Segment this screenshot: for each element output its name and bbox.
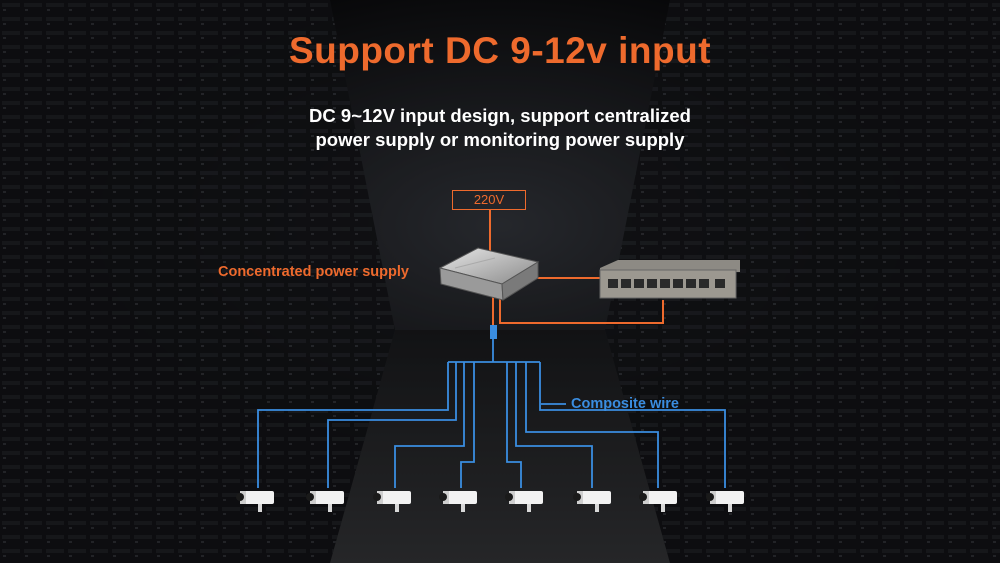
voltage-label: 220V: [452, 190, 526, 210]
camera-icon-3: [373, 491, 411, 512]
page-title: Support DC 9-12v input: [288, 30, 712, 71]
camera-icon-1: [236, 491, 274, 512]
composite-wiring: [257, 339, 726, 488]
network-switch-icon: [599, 260, 740, 299]
camera-icon-5: [505, 491, 543, 512]
subtitle-line-2: power supply or monitoring power supply: [315, 129, 685, 150]
cable-connector: [490, 325, 497, 339]
camera-icon-2: [306, 491, 344, 512]
power-supply-label: Concentrated power supply: [218, 264, 409, 280]
camera-icon-6: [573, 491, 611, 512]
camera-icon-4: [439, 491, 477, 512]
camera-row: [236, 491, 744, 512]
power-wiring: [489, 210, 664, 325]
camera-icon-7: [639, 491, 677, 512]
composite-wire-label: Composite wire: [571, 396, 679, 412]
subtitle-line-1: DC 9~12V input design, support centraliz…: [309, 105, 691, 126]
power-supply-icon: [438, 247, 540, 301]
camera-icon-8: [706, 491, 744, 512]
page-subtitle: DC 9~12V input design, support centraliz…: [250, 104, 750, 152]
